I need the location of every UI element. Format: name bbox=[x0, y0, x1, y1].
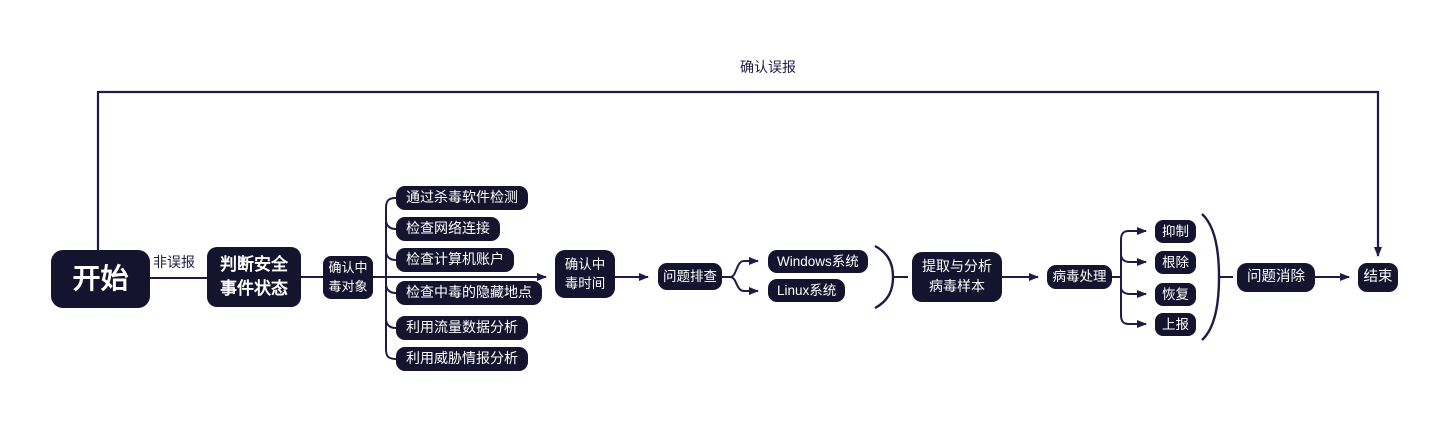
edge-label-not-false-positive: 非误报 bbox=[153, 254, 195, 270]
node-confirm-target: 确认中毒对象 bbox=[323, 256, 373, 299]
os-options-paren bbox=[874, 244, 895, 310]
node-step-suppress: 抑制 bbox=[1155, 220, 1196, 243]
edge-fork-step-3 bbox=[1120, 286, 1147, 298]
node-virus-handle: 病毒处理 bbox=[1047, 265, 1112, 289]
node-step-eradicate: 根除 bbox=[1155, 251, 1196, 274]
node-end: 结束 bbox=[1358, 263, 1398, 292]
detection-methods-bracket bbox=[385, 197, 397, 360]
bracket-branch-method-2 bbox=[385, 219, 397, 230]
node-method-antivirus-scan: 通过杀毒软件检测 bbox=[396, 186, 528, 210]
bracket-branch-method-5 bbox=[385, 318, 397, 329]
node-start: 开始 bbox=[51, 250, 150, 308]
bracket-branch-method-3 bbox=[385, 250, 397, 261]
edge-fork-windows bbox=[729, 257, 759, 278]
node-method-traffic-analysis: 利用流量数据分析 bbox=[396, 316, 528, 340]
node-os-windows: Windows系统 bbox=[768, 250, 868, 273]
bracket-branch-method-4 bbox=[385, 283, 397, 294]
edge-label-false-positive: 确认误报 bbox=[740, 59, 796, 75]
node-method-check-accounts: 检查计算机账户 bbox=[396, 248, 514, 272]
edge-fork-linux bbox=[729, 276, 759, 295]
handling-steps-paren bbox=[1201, 213, 1221, 341]
handling-steps-trunk bbox=[1120, 230, 1130, 325]
node-method-check-network: 检查网络连接 bbox=[396, 217, 500, 241]
node-step-recover: 恢复 bbox=[1155, 283, 1196, 306]
node-investigate: 问题排查 bbox=[658, 263, 722, 290]
node-method-threat-intel: 利用威胁情报分析 bbox=[396, 347, 528, 371]
node-method-check-hiding-spots: 检查中毒的隐藏地点 bbox=[396, 281, 542, 305]
node-eliminate: 问题消除 bbox=[1237, 263, 1315, 292]
edge-fork-step-2 bbox=[1120, 253, 1147, 266]
node-confirm-time: 确认中毒时间 bbox=[555, 250, 615, 298]
node-extract-analyze: 提取与分析病毒样本 bbox=[912, 252, 1002, 302]
node-step-report: 上报 bbox=[1155, 313, 1196, 336]
edge-false-positive-bypass bbox=[96, 90, 1382, 257]
node-os-linux: Linux系统 bbox=[768, 279, 846, 302]
node-judge-status: 判断安全事件状态 bbox=[207, 247, 301, 307]
